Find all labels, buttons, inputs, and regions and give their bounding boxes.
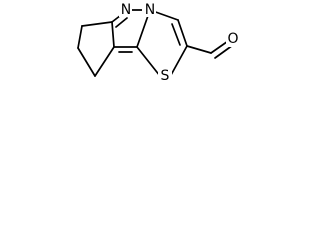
bond-c1-c2 bbox=[77, 25, 83, 49]
bond-c3-c4 bbox=[111, 21, 115, 48]
bond-c9-c10 bbox=[186, 45, 212, 54]
bridge-n-mask bbox=[142, 2, 156, 17]
bond-c10-o-inner bbox=[214, 44, 234, 59]
bond-s-c7 bbox=[136, 46, 161, 77]
carbonyl-oxygen-label: O bbox=[227, 31, 238, 47]
molecule-structure-diagram: N N S O bbox=[77, 2, 240, 84]
bond-c2-c3 bbox=[81, 21, 113, 27]
bond-c8-c9-double bbox=[177, 19, 188, 47]
bridgehead-nitrogen-label: N bbox=[145, 2, 155, 18]
bond-c5-c1 bbox=[77, 47, 96, 77]
sulfur-label: S bbox=[161, 68, 170, 84]
cyclopentane-ring bbox=[77, 21, 115, 77]
bond-c3-n1-inner bbox=[115, 17, 128, 28]
sulfur-mask bbox=[158, 68, 172, 84]
bond-c4-c5 bbox=[94, 46, 115, 77]
imine-n-mask bbox=[119, 2, 132, 17]
bond-c9-s bbox=[170, 45, 188, 76]
thiazole-ring bbox=[136, 9, 188, 77]
bond-c8-c9-inner bbox=[171, 23, 181, 46]
oxygen-mask bbox=[226, 31, 240, 47]
imine-nitrogen-label: N bbox=[121, 2, 131, 18]
